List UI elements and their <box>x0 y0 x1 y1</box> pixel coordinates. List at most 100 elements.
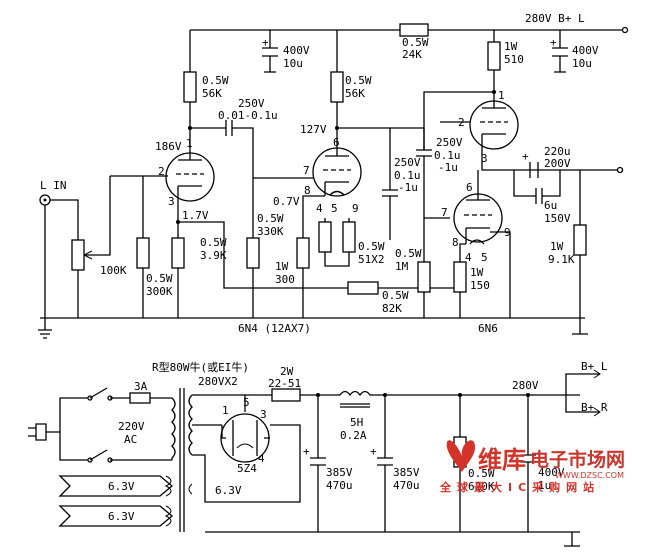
svg-text:1u: 1u <box>538 479 551 492</box>
svg-text:9.1K: 9.1K <box>548 253 575 266</box>
svg-text:5H: 5H <box>350 416 363 429</box>
r24k-value: 24K <box>402 48 422 61</box>
fil-winding-1 <box>58 475 174 497</box>
resistor-9k1 <box>573 224 587 256</box>
resistor-150 <box>453 261 467 293</box>
svg-text:+: + <box>262 36 269 49</box>
svg-text:0.5W: 0.5W <box>200 236 227 249</box>
resistor-1m <box>417 261 431 293</box>
v127-label: 127V <box>300 123 327 136</box>
svg-text:6: 6 <box>333 136 340 149</box>
mains-plug-icon <box>35 423 47 441</box>
power-switch-2[interactable] <box>89 449 108 461</box>
transformer-label: R型80W牛(或EI牛) <box>152 360 249 374</box>
output-terminal <box>616 166 624 174</box>
svg-text:150: 150 <box>470 279 490 292</box>
c400-right-volt: 400V <box>572 44 599 57</box>
svg-text:385V: 385V <box>393 466 420 479</box>
c400-left-volt: 400V <box>283 44 310 57</box>
svg-text:+: + <box>522 150 529 163</box>
svg-text:9: 9 <box>352 202 359 215</box>
r100k-label: 100K <box>100 264 127 277</box>
svg-text:7: 7 <box>303 164 310 177</box>
watermark-logo-icon <box>446 440 476 472</box>
svg-text:0.5W: 0.5W <box>358 240 385 253</box>
tube1-label: 6N4 (12AX7) <box>238 322 311 335</box>
r510-watt: 1W <box>504 40 518 53</box>
c400-left-val: 10u <box>283 57 303 70</box>
r56-left-val: 56K <box>202 87 222 100</box>
resistor-300k <box>136 237 150 269</box>
resistor-82k <box>347 281 379 295</box>
svg-text:3: 3 <box>481 152 488 165</box>
svg-text:5: 5 <box>243 396 250 409</box>
svg-text:+: + <box>303 445 310 458</box>
volume-pot[interactable] <box>71 239 85 271</box>
hv-label: 280VX2 <box>198 375 238 388</box>
v186-label: 186V <box>155 140 182 153</box>
resistor-24k <box>399 23 429 37</box>
input-label: L IN <box>40 179 67 192</box>
svg-text:0.1u: 0.1u <box>394 169 421 182</box>
tube-v3-lower <box>453 193 503 243</box>
svg-text:5: 5 <box>481 251 488 264</box>
svg-text:0.7V: 0.7V <box>273 195 300 208</box>
svg-text:6.3V: 6.3V <box>108 480 135 493</box>
svg-text:5: 5 <box>331 202 338 215</box>
svg-text:300: 300 <box>275 273 295 286</box>
resistor-330k <box>246 237 260 269</box>
svg-text:7: 7 <box>441 206 448 219</box>
svg-text:2W: 2W <box>280 365 294 378</box>
svg-text:+: + <box>550 36 557 49</box>
svg-text:400V: 400V <box>538 466 565 479</box>
svg-text:51X2: 51X2 <box>358 253 385 266</box>
svg-text:4: 4 <box>258 452 265 465</box>
resistor-56k-left <box>183 71 197 103</box>
svg-text:AC: AC <box>124 433 137 446</box>
svg-text:2: 2 <box>158 165 165 178</box>
amplifier-schematic: 280V B+ L 0.5W 24K + 400V 10u + 400V 10u… <box>38 12 629 339</box>
svg-text:1W: 1W <box>275 260 289 273</box>
resistor-56k-right <box>330 71 344 103</box>
svg-text:B+ L: B+ L <box>581 360 608 373</box>
svg-text:1: 1 <box>222 404 229 417</box>
svg-text:+: + <box>370 445 377 458</box>
power-switch-1[interactable] <box>89 387 108 399</box>
resistor-300 <box>296 237 310 269</box>
resistor-22-51 <box>271 388 301 402</box>
watermark-slogan: 全球最大IC采购网站 <box>439 480 600 494</box>
ccoup-volt: 250V <box>238 97 265 110</box>
svg-text:8: 8 <box>452 236 459 249</box>
svg-text:150V: 150V <box>544 212 571 225</box>
svg-text:0.2A: 0.2A <box>340 429 367 442</box>
svg-text:6.3V: 6.3V <box>108 510 135 523</box>
svg-text:4: 4 <box>465 251 472 264</box>
svg-text:3: 3 <box>260 408 267 421</box>
svg-text:200V: 200V <box>544 157 571 170</box>
r56-left-watt: 0.5W <box>202 74 229 87</box>
svg-text:3.9K: 3.9K <box>200 249 227 262</box>
svg-text:6u: 6u <box>544 199 557 212</box>
r56-right-watt: 0.5W <box>345 74 372 87</box>
svg-text:470u: 470u <box>393 479 420 492</box>
watermark-name: 维库 <box>478 446 526 474</box>
svg-text:3A: 3A <box>134 380 148 393</box>
r56-right-val: 56K <box>345 87 365 100</box>
r510-value: 510 <box>504 53 524 66</box>
svg-text:6.3V: 6.3V <box>215 484 242 497</box>
svg-text:0.5W: 0.5W <box>382 289 409 302</box>
watermark-url: WWW.DZSC.COM <box>555 471 624 480</box>
resistor-51-a <box>318 221 332 253</box>
svg-text:300K: 300K <box>146 285 173 298</box>
fuse <box>129 392 151 404</box>
ccoup-value: 0.01-0.1u <box>218 109 278 122</box>
svg-text:220V: 220V <box>118 420 145 433</box>
svg-text:470u: 470u <box>326 479 353 492</box>
svg-text:0.1u: 0.1u <box>434 149 461 162</box>
svg-text:1M: 1M <box>395 260 409 273</box>
watermark-subtitle: 电子市场网 <box>530 448 625 471</box>
svg-text:4: 4 <box>316 202 323 215</box>
svg-text:5Z4: 5Z4 <box>237 462 257 475</box>
power-supply-schematic: R型80W牛(或EI牛) 280VX2 3A 220V AC 6.3V 6.3V… <box>28 360 608 547</box>
